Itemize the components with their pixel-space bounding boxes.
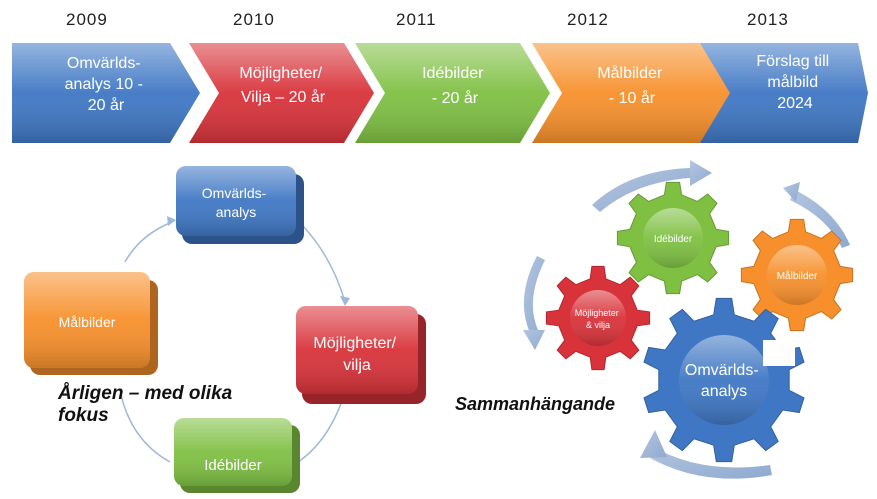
timeline-step-4: Målbilder - 10 år xyxy=(532,43,734,143)
timeline-step-3: Idébilder - 20 år xyxy=(355,43,550,143)
gear-arrow-top-head xyxy=(690,160,712,186)
gear-arrow-bottom-head xyxy=(640,430,667,458)
gear-3-label: Möjligheter & vilja xyxy=(575,308,622,330)
cycle-box-malbilder: Målbilder xyxy=(24,272,158,375)
timeline-step-2-label: Möjligheter/ Vilja – 20 år xyxy=(239,65,326,106)
timeline-step-1-label: Omvärlds- analys 10 - 20 år xyxy=(65,55,148,114)
gear-1-label: Idébilder xyxy=(654,234,693,245)
gear-arrow-top xyxy=(592,168,690,212)
cycle-arrowhead-4 xyxy=(167,216,176,226)
gear-3-gloss xyxy=(570,290,626,346)
cycle-box-2-label: Möjligheter/ vilja xyxy=(313,335,400,374)
gear-cycle-arrows xyxy=(523,160,850,479)
timeline-step-3-label: Idébilder - 20 år xyxy=(422,65,488,107)
cycle-box-1-label: Omvärlds- analys xyxy=(202,185,270,220)
gear-4-label: Omvärlds- analys xyxy=(685,362,763,400)
timeline-step-2-gloss xyxy=(189,43,374,143)
cycle-box-3-label: Idébilder xyxy=(204,457,262,474)
gear-idebilder: Idébilder xyxy=(616,181,730,295)
timeline-step-4-label: Målbilder - 10 år xyxy=(597,64,666,107)
cycle-connector-3 xyxy=(119,389,171,463)
cycle-caption-line-1: Årligen – med olika xyxy=(58,383,233,404)
cycle-box-idebilder: Idébilder xyxy=(174,418,300,493)
gear-4-gloss xyxy=(679,335,769,425)
timeline-step-4-gloss xyxy=(532,43,734,143)
gear-arrow-right-head xyxy=(783,182,800,202)
cycle-caption: Årligen – med olika fokus xyxy=(58,383,232,427)
gear-omvarldsanalys: Omvärlds- analys xyxy=(643,297,805,463)
cycle-box-4-gloss xyxy=(24,272,150,368)
timeline-step-5: Förslag till målbild 2024 xyxy=(700,43,868,143)
timeline-step-5-gloss xyxy=(700,43,868,143)
cycle-connector-4 xyxy=(124,221,173,263)
cycle-box-1-gloss xyxy=(176,166,296,236)
timeline-step-2: Möjligheter/ Vilja – 20 år xyxy=(189,43,374,143)
year-2012: 2012 xyxy=(567,10,609,29)
cycle-box-3-gloss xyxy=(174,418,292,486)
cycle-arrowhead-1 xyxy=(340,296,350,306)
cycle-box-2-gloss xyxy=(296,306,418,394)
timeline-step-1: Omvärlds- analys 10 - 20 år xyxy=(12,43,200,143)
cycle-box-4-label: Målbilder xyxy=(59,314,116,330)
cycle-box-omvarldsanalys: Omvärlds- analys xyxy=(176,166,304,244)
timeline-steps: Omvärlds- analys 10 - 20 år Möjligheter/… xyxy=(12,43,868,143)
cycle-box-mojligheter: Möjligheter/ vilja xyxy=(296,306,426,404)
year-2013: 2013 xyxy=(747,10,789,29)
gear-4-cutout xyxy=(763,340,795,366)
gear-arrow-left-head xyxy=(523,330,545,350)
gear-1-gloss xyxy=(643,208,703,268)
timeline-step-1-gloss xyxy=(12,43,200,143)
gear-malbilder: Målbilder xyxy=(740,218,854,332)
year-2009: 2009 xyxy=(66,10,108,29)
year-2010: 2010 xyxy=(233,10,275,29)
gear-mojligheter: Möjligheter & vilja xyxy=(545,265,651,371)
gear-arrow-bottom xyxy=(645,445,772,479)
gear-arrow-right xyxy=(790,190,850,248)
gear-2-gloss xyxy=(767,245,827,305)
year-2011: 2011 xyxy=(396,10,437,29)
cycle-caption-line-2: fokus xyxy=(58,405,109,426)
gear-arrow-left xyxy=(523,256,545,333)
gears-caption: Sammanhängande xyxy=(455,394,616,414)
timeline-step-3-gloss xyxy=(355,43,550,143)
gear-2-label: Målbilder xyxy=(777,270,818,282)
timeline-step-5-label: Förslag till målbild 2024 xyxy=(756,53,833,112)
